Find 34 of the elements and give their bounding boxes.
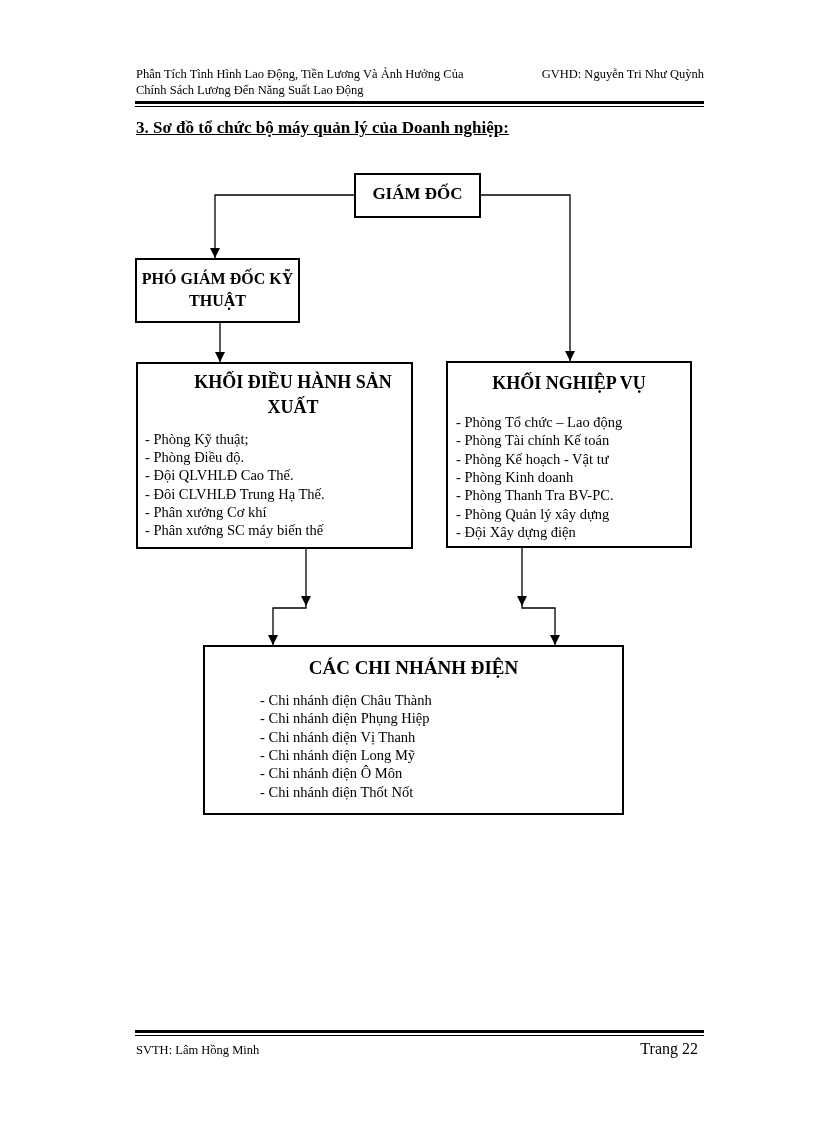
box-heading: KHỐI ĐIỀU HÀNH SẢN XUẤT xyxy=(193,370,393,420)
section-heading: 3. Sơ đồ tổ chức bộ máy quản lý của Doanh nghiệp: xyxy=(136,118,509,138)
list-item: - Chi nhánh điện Long Mỹ xyxy=(260,746,416,765)
org-box xyxy=(446,361,692,548)
list-item: - Chi nhánh điện Châu Thành xyxy=(260,692,432,710)
box-heading: KHỐI NGHIỆP VỤ xyxy=(491,371,647,395)
header-text: GVHD: Nguyễn Tri Như Quỳnh xyxy=(541,66,704,83)
list-item: - Chi nhánh điện Phụng Hiệp xyxy=(260,710,430,728)
list-item: - Đội QLVHLĐ Cao Thế. xyxy=(145,467,294,485)
box-heading: GIÁM ĐỐC xyxy=(371,182,464,205)
org-box xyxy=(136,362,413,549)
org-box xyxy=(354,173,481,218)
list-item: - Phòng Điều độ. xyxy=(145,449,245,467)
header-text: Phân Tích Tình Hình Lao Động, Tiền Lương Và Ảnh Hưởng Của Chính Sách Lương Đến Năng Suất Lao Động xyxy=(136,66,465,99)
list-item: - Phân xưởng SC máy biến thế xyxy=(145,522,324,540)
list-item: - Chi nhánh điện Vị Thanh xyxy=(260,728,416,746)
list-item: - Đôi CLVHLĐ Trung Hạ Thế. xyxy=(145,485,325,503)
list-item: - Phòng Kinh doanh xyxy=(456,468,574,487)
list-item: - Phòng Thanh Tra BV-PC. xyxy=(456,487,614,505)
list-item: - Phòng Quản lý xây dựng xyxy=(456,505,610,523)
list-item: - Phòng Tổ chức – Lao động xyxy=(456,414,623,432)
list-item: - Phòng Kỹ thuật; xyxy=(145,431,249,449)
org-box xyxy=(135,258,300,323)
list-item: - Phòng Kế hoạch - Vật tư xyxy=(456,450,609,468)
page-number: Trang 22 xyxy=(640,1039,698,1060)
list-item: - Phân xưởng Cơ khí xyxy=(145,503,267,522)
org-box xyxy=(203,645,624,815)
footer-text: SVTH: Lâm Hồng Minh xyxy=(136,1042,260,1059)
box-heading: PHÓ GIÁM ĐỐC KỸ THUẬT xyxy=(140,268,295,312)
list-item: - Đội Xây dựng điện xyxy=(456,523,576,542)
list-item: - Chi nhánh điện Thốt Nốt xyxy=(260,783,414,801)
list-item: - Phòng Tài chính Kế toán xyxy=(456,432,610,450)
box-heading: CÁC CHI NHÁNH ĐIỆN xyxy=(307,656,520,680)
list-item: - Chi nhánh điện Ô Môn xyxy=(260,765,403,783)
